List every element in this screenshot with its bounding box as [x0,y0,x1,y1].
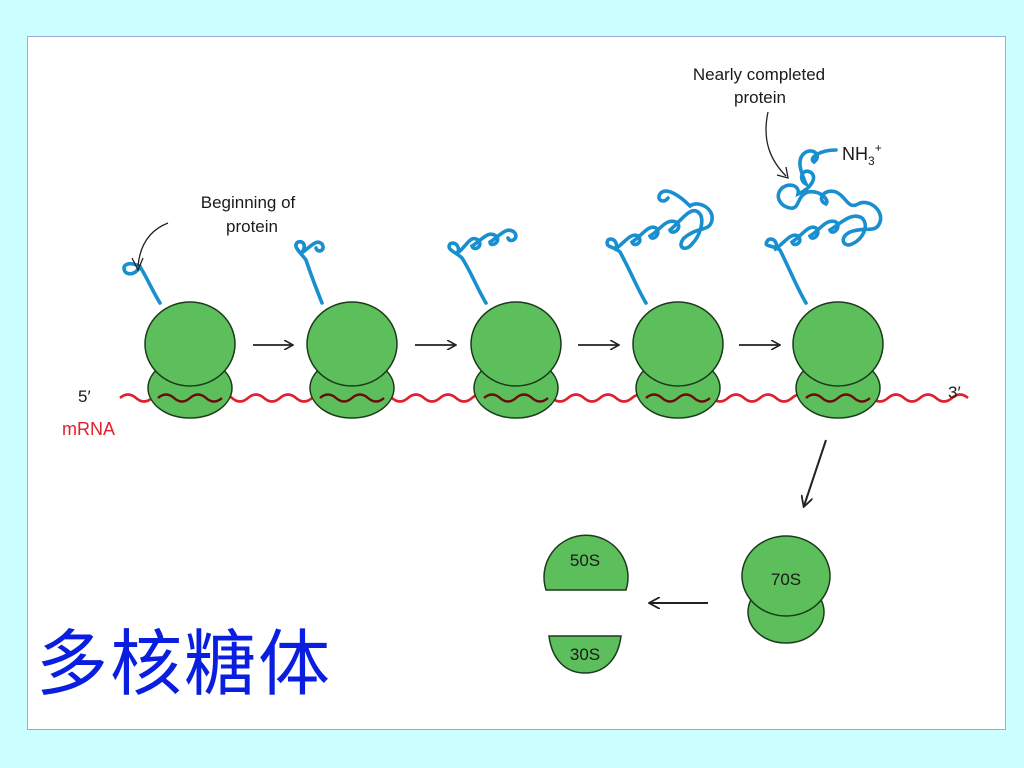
ribosome-5 [792,301,884,419]
label-70s: 70S [771,570,801,589]
beginning-pointer-line [137,222,169,267]
label-five-prime: 5′ [78,387,91,406]
subunit-50s [543,534,629,591]
label-beginning-line1: Beginning of [201,193,296,212]
protein-chain-4 [605,189,714,305]
ribosome-3 [470,301,562,419]
beginning-pointer-head [131,257,144,272]
label-nearly-line2: protein [734,88,786,107]
protein-chain-2 [294,239,325,305]
ribosome-70s [741,535,831,644]
label-30s: 30S [570,645,600,664]
label-nh3-sub: 3 [868,154,875,168]
protein-chain-3 [447,228,518,305]
protein-chain-1 [122,261,162,305]
label-nearly-line1: Nearly completed [693,65,825,84]
label-beginning-line2: protein [226,217,278,236]
ribosome-2 [306,301,398,419]
nearly-pointer-line [765,111,787,177]
label-nh3-sup: + [875,141,882,155]
ribosome-4 [632,301,724,419]
ribosome-1 [144,301,236,419]
label-nh3-base: NH [842,144,868,164]
release-arrow [804,439,827,506]
nearly-pointer-head [776,166,789,179]
label-mrna: mRNA [62,419,115,439]
subunit-30s [548,635,622,674]
slide-title: 多核糖体 [36,622,333,706]
label-three-prime: 3′ [948,383,961,402]
label-nh3: NH3+ [842,141,882,168]
protein-chain-5 [764,148,883,305]
label-50s: 50S [570,551,600,570]
